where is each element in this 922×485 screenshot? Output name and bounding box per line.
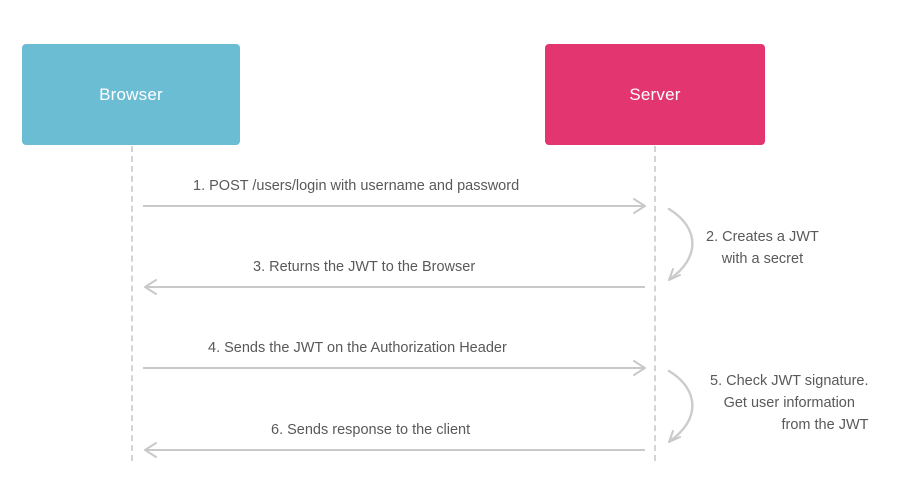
actor-label-browser: Browser bbox=[99, 84, 163, 104]
self-loop-arrow-5 bbox=[667, 369, 694, 443]
actor-label-server: Server bbox=[629, 84, 681, 104]
message-label-5: 5. Check JWT signature. Get user informa… bbox=[710, 371, 869, 436]
self-loop-arrow-2 bbox=[667, 207, 694, 281]
message-label-5-line-2: Get user information bbox=[723, 394, 855, 411]
message-arrow-1 bbox=[143, 198, 646, 214]
message-label-2-line-2: with a secret bbox=[721, 250, 804, 267]
message-arrow-6 bbox=[144, 442, 645, 458]
message-arrow-3 bbox=[144, 279, 645, 295]
lifeline-server bbox=[654, 146, 656, 461]
message-label-5-line-1: 5. Check JWT signature. bbox=[710, 373, 869, 389]
message-label-4: 4. Sends the JWT on the Authorization He… bbox=[208, 340, 507, 356]
actor-box-server: Server bbox=[545, 44, 765, 145]
message-label-2: 2. Creates a JWT with a secret bbox=[706, 227, 819, 271]
message-label-5-line-3: from the JWT bbox=[781, 416, 869, 433]
lifeline-browser bbox=[131, 146, 133, 461]
actor-box-browser: Browser bbox=[22, 44, 240, 145]
message-label-6: 6. Sends response to the client bbox=[271, 422, 471, 438]
message-label-2-line-1: 2. Creates a JWT bbox=[706, 229, 819, 245]
message-arrow-4 bbox=[143, 360, 646, 376]
message-label-3: 3. Returns the JWT to the Browser bbox=[253, 259, 476, 275]
message-label-1: 1. POST /users/login with username and p… bbox=[193, 178, 520, 194]
